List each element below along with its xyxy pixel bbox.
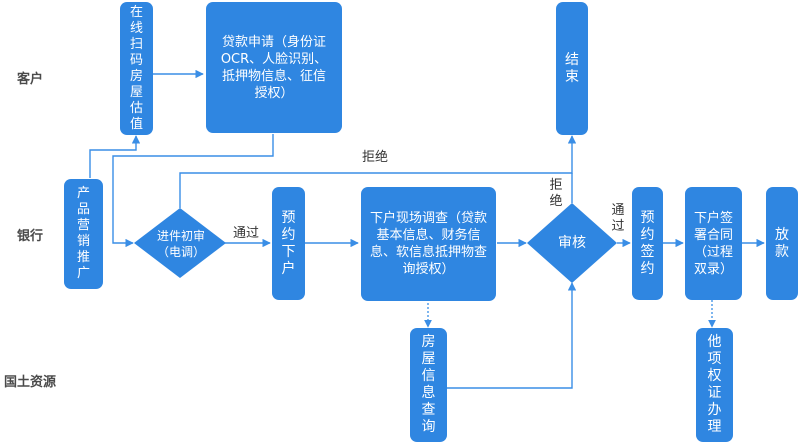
node-site-investigation-label: 下户现场调查（贷款基本信息、财务信息、软信息抵押物查询授权）: [369, 211, 487, 277]
diamond-shape-approval: [527, 203, 617, 283]
lane-label-land: 国土资源: [3, 375, 56, 390]
node-online-valuation-label: 在线扫码房屋估值: [129, 4, 143, 132]
node-loan-application-label: 贷款申请（身份证OCR、人脸识别、抵押物信息、征信授权）: [220, 34, 328, 101]
node-product-marketing: 产品营销推广: [64, 179, 103, 289]
node-other-certificates: 他项权证办理: [696, 328, 733, 442]
node-appointment-visit: 预约下户: [272, 187, 305, 300]
node-end: 结束: [556, 2, 588, 135]
node-product-marketing-label: 产品营销推广: [76, 186, 90, 281]
node-online-valuation: 在线扫码房屋估值: [120, 2, 153, 135]
node-property-query-label: 房屋信息查询: [421, 334, 436, 435]
lane-label-customer: 客户: [16, 72, 43, 87]
node-sign-contract-label: 下户签署合同（过程双录）: [693, 210, 733, 277]
node-loan-application: 贷款申请（身份证OCR、人脸识别、抵押物信息、征信授权）: [206, 2, 342, 133]
node-initial-review-label: 进件初审（电调）: [156, 229, 205, 259]
node-appointment-visit-label: 预约下户: [281, 209, 296, 277]
node-appointment-sign: 预约签约: [632, 187, 663, 300]
node-initial-review: 进件初审（电调）: [148, 226, 214, 262]
edge-label-pass-1: 通过: [233, 226, 260, 241]
edge-label-reject-side: 拒绝: [549, 178, 563, 209]
node-approval: 审核: [545, 233, 599, 253]
node-end-label: 结束: [565, 51, 579, 85]
diamond-shape-initial-review: [134, 208, 226, 278]
node-sign-contract: 下户签署合同（过程双录）: [685, 187, 742, 300]
edge-label-reject-top: 拒绝: [362, 150, 389, 165]
node-site-investigation: 下户现场调查（贷款基本信息、财务信息、软信息抵押物查询授权）: [361, 187, 496, 301]
node-disbursement-label: 放款: [775, 226, 789, 260]
edge-label-pass-2: 通过: [611, 203, 625, 234]
node-property-query: 房屋信息查询: [410, 328, 447, 442]
node-disbursement: 放款: [766, 187, 798, 300]
node-approval-label: 审核: [558, 234, 586, 251]
node-other-certificates-label: 他项权证办理: [707, 334, 722, 435]
node-appointment-sign-label: 预约签约: [640, 209, 655, 277]
lane-label-bank: 银行: [16, 229, 43, 244]
